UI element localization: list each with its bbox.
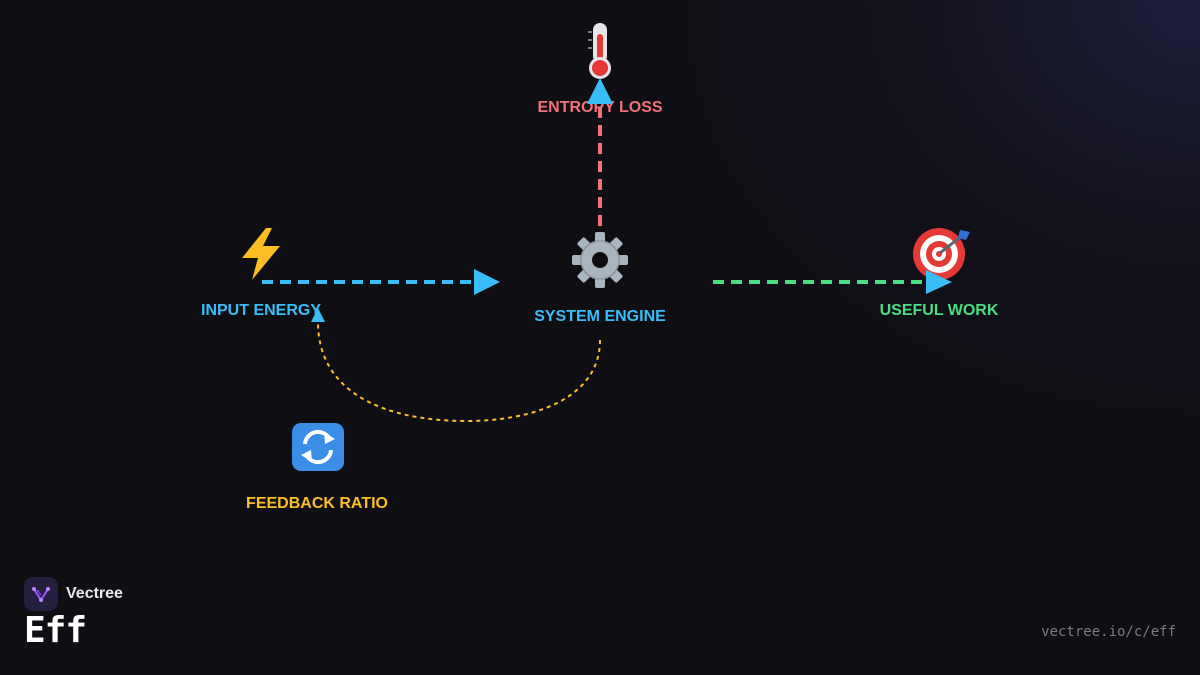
connector-feedback: [317, 321, 601, 423]
arrowhead-input-engine: [474, 269, 500, 295]
footer-url[interactable]: vectree.io/c/eff: [1041, 624, 1176, 640]
vectree-logo-icon: [24, 577, 58, 611]
thermometer-icon: [580, 20, 620, 82]
cycle-icon: [291, 422, 345, 472]
node-label-entropy-loss: ENTROPY LOSS: [537, 99, 663, 116]
arrowhead-feedback: [311, 308, 325, 322]
arrowhead-engine-work: [926, 270, 952, 294]
target-icon: [910, 226, 972, 282]
page-title: Eff: [24, 610, 87, 651]
gear-icon: [570, 230, 630, 290]
arrowhead-engine-entropy: [587, 78, 613, 104]
brand-name: Vectree: [66, 585, 123, 602]
brand[interactable]: Vectree: [24, 577, 123, 611]
lightning-icon: [234, 226, 288, 282]
node-label-useful-work: USEFUL WORK: [879, 302, 999, 319]
node-label-input-energy: INPUT ENERGY: [200, 302, 322, 319]
node-label-system-engine: SYSTEM ENGINE: [534, 308, 666, 325]
node-label-feedback-ratio: FEEDBACK RATIO: [246, 495, 388, 512]
